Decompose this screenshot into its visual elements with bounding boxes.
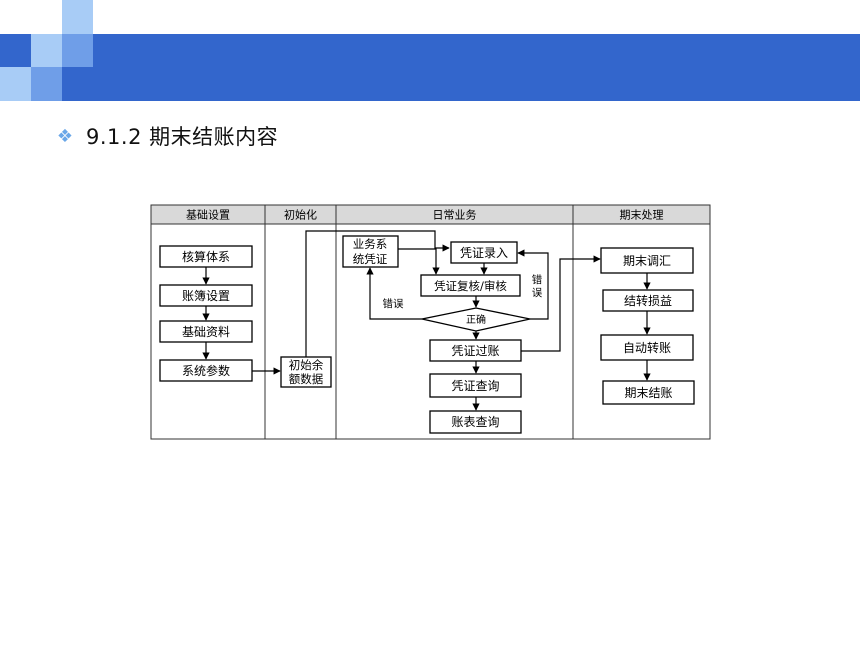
flow-box-label: 基础资料 — [182, 325, 230, 339]
diamond-bullet-icon: ❖ — [56, 125, 74, 147]
flow-box-label: 业务系 — [353, 237, 388, 251]
flow-connector — [366, 267, 422, 320]
flow-box-label: 统凭证 — [353, 252, 388, 266]
flow-box — [420, 274, 521, 297]
lane-header: 基础设置 — [186, 209, 230, 222]
flow-note: 错 — [532, 273, 543, 286]
flow-box-label: 额数据 — [289, 372, 324, 386]
slide-heading: ❖ 9.1.2 期末结账内容 — [56, 120, 278, 152]
flow-box — [280, 356, 332, 388]
flow-box-label: 结转损益 — [624, 293, 672, 308]
deco-square — [62, 34, 93, 67]
flow-box-label: 凭证过账 — [451, 343, 499, 358]
flow-box-label: 凭证复核/审核 — [434, 279, 507, 293]
flow-box — [602, 380, 695, 405]
flow-box-label: 账簿设置 — [182, 288, 230, 303]
lane-header: 初始化 — [284, 208, 317, 222]
deco-square — [31, 67, 62, 101]
flow-box — [429, 410, 522, 434]
decision-label: 正确 — [466, 313, 486, 326]
flow-box-label: 凭证录入 — [460, 245, 508, 260]
flow-note: 误 — [532, 287, 543, 299]
flow-box-label: 核算体系 — [182, 249, 230, 264]
flow-box-label: 期末调汇 — [623, 254, 671, 268]
flow-connector — [398, 248, 440, 275]
flow-connector — [517, 249, 549, 320]
deco-square — [62, 0, 93, 34]
flow-box-label: 自动转账 — [623, 340, 671, 355]
flow-box-label: 账表查询 — [451, 415, 499, 429]
deco-square — [0, 67, 31, 101]
header-band — [0, 34, 860, 101]
flow-note: 错误 — [383, 297, 404, 310]
flow-box — [602, 289, 694, 312]
flow-box-label: 期末结账 — [624, 386, 672, 400]
flow-connector — [305, 230, 450, 357]
lane-header: 期末处理 — [620, 208, 664, 222]
flow-box — [342, 235, 399, 268]
flow-connector — [521, 255, 601, 352]
deco-square — [31, 34, 62, 67]
flow-box-label: 初始余 — [289, 358, 324, 372]
flow-box-label: 凭证查询 — [451, 378, 499, 393]
flow-box-label: 系统参数 — [182, 363, 230, 378]
lane-header-bg — [150, 204, 711, 225]
slide-title: 9.1.2 期末结账内容 — [86, 125, 279, 149]
lane-header: 日常业务 — [433, 209, 477, 222]
